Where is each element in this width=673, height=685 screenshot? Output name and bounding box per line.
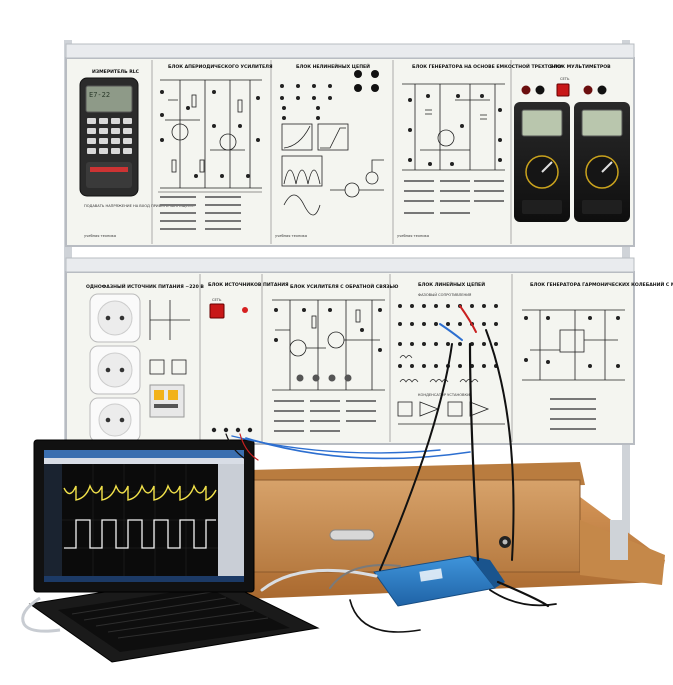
harmonic-gen-title: БЛОК ГЕНЕРАТОРА ГАРМОНИЧЕСКИХ КОЛЕБАНИЙ …: [530, 280, 673, 288]
supply-power-switch[interactable]: [209, 303, 225, 319]
rlc-warning-caption: ПОДАВАТЬ НАПРЯЖЕНИЕ НА ВХОД ПРИБОРА ЗАПР…: [84, 204, 195, 208]
drawer[interactable]: [247, 479, 581, 573]
circuit-breaker[interactable]: [149, 384, 185, 418]
nonlinear-panel-title: БЛОК НЕЛИНЕЙНЫХ ЦЕПЕЙ: [296, 62, 370, 70]
linear-panel-title: БЛОК ЛИНЕЙНЫХ ЦЕПЕЙ: [418, 280, 485, 288]
rc-generator-schematic: [402, 83, 505, 171]
nonlinear-knobs[interactable]: [354, 70, 379, 92]
rc-generator-panel: БЛОК ГЕНЕРАТОРА НА ОСНОВЕ ЕМКОСТНОЙ ТРЕХ…: [397, 62, 563, 238]
nonlinear-graphs: [281, 123, 384, 216]
rlc-keypad[interactable]: [87, 118, 132, 154]
feedback-amp-title: БЛОК УСИЛИТЕЛЯ С ОБРАТНОЙ СВЯЗЬЮ: [290, 282, 399, 290]
aperiodic-schematic: [160, 79, 262, 189]
harmonic-gen-sockets[interactable]: [524, 316, 620, 368]
multimeters-switch-label: СЕТЬ: [560, 77, 570, 81]
laptop: [21, 439, 320, 663]
multimeter-right[interactable]: [574, 102, 630, 222]
linear-sub1: ФАЗОВЫЙ СОПРОТИВЛЕНИЯ: [418, 292, 472, 297]
rc-generator-title: БЛОК ГЕНЕРАТОРА НА ОСНОВЕ ЕМКОСТНОЙ ТРЕХ…: [412, 62, 563, 70]
rc-generator-brand: учебная техника: [397, 234, 429, 238]
socket-icon[interactable]: [89, 345, 141, 395]
laptop-keyboard[interactable]: [58, 587, 290, 652]
cables: [225, 305, 557, 633]
multimeters-title: БЛОК МУЛЬТИМЕТРОВ: [550, 64, 611, 70]
supply-sockets[interactable]: [211, 427, 253, 433]
rlc-model-label: E7-22: [89, 91, 110, 99]
power-source-schematic: [149, 300, 190, 375]
feedback-amp-sockets[interactable]: [274, 308, 382, 352]
rlc-meter-panel: ИЗМЕРИТЕЛЬ RLC E7-22 ПОДАВАТЬ НАПРЯЖЕНИЕ…: [79, 69, 195, 238]
multimeter-power-switch[interactable]: [556, 83, 570, 97]
linear-sockets[interactable]: [398, 304, 498, 368]
harmonic-gen-values-table: [550, 398, 596, 430]
harmonic-gen-schematic: [522, 309, 625, 381]
power-source-title: ОДНОФАЗНЫЙ ИСТОЧНИК ПИТАНИЯ ~220 В: [86, 282, 204, 290]
feedback-amp-panel: БЛОК УСИЛИТЕЛЯ С ОБРАТНОЙ СВЯЗЬЮ: [272, 282, 399, 432]
supply-block-panel: БЛОК ИСТОЧНИКОВ ПИТАНИЯ СЕТЬ: [208, 282, 289, 433]
multimeter-left[interactable]: [514, 102, 570, 222]
oscilloscope-screen[interactable]: [44, 450, 244, 582]
nonlinear-brand: учебная техника: [275, 234, 307, 238]
rc-generator-values-table: [404, 180, 504, 214]
aperiodic-sockets[interactable]: [160, 90, 260, 178]
adc-module[interactable]: [373, 555, 505, 607]
rlc-panel-title: ИЗМЕРИТЕЛЬ RLC: [92, 69, 140, 75]
oscilloscope-trace-icon: [64, 519, 216, 549]
supply-switch-label: СЕТЬ: [212, 298, 222, 302]
oscilloscope-trace-icon: [63, 484, 217, 501]
socket-icon[interactable]: [89, 397, 141, 443]
rc-generator-sockets[interactable]: [408, 94, 502, 166]
feedback-amp-knobs[interactable]: [296, 374, 352, 382]
usb-cable-icon: [21, 596, 61, 633]
socket-icon[interactable]: [89, 293, 141, 343]
feedback-values-table: [274, 400, 376, 432]
multimeter-terminals[interactable]: [521, 85, 607, 95]
nonlinear-panel: БЛОК НЕЛИНЕЙНЫХ ЦЕПЕЙ учебная техника: [275, 62, 384, 238]
nonlinear-sockets[interactable]: [280, 84, 332, 120]
aperiodic-panel-title: БЛОК АПЕРИОДИЧЕСКОГО УСИЛИТЕЛЯ: [168, 64, 273, 70]
linear-panel: БЛОК ЛИНЕЙНЫХ ЦЕПЕЙ ФАЗОВЫЙ СОПРОТИВЛЕНИ…: [397, 280, 505, 425]
harmonic-gen-panel: БЛОК ГЕНЕРАТОРА ГАРМОНИЧЕСКИХ КОЛЕБАНИЙ …: [522, 280, 673, 430]
feedback-amp-schematic: [272, 299, 385, 391]
multimeters-panel: БЛОК МУЛЬТИМЕТРОВ СЕТЬ: [514, 64, 630, 222]
rlc-brand: учебная техника: [84, 234, 116, 238]
aperiodic-values-table: [158, 191, 262, 230]
led-icon: [242, 307, 248, 313]
linear-sub2: КОНДЕНСАТОР УСТАНОВКИ: [418, 393, 470, 397]
supply-block-title: БЛОК ИСТОЧНИКОВ ПИТАНИЯ: [208, 282, 289, 288]
aperiodic-amp-panel: БЛОК АПЕРИОДИЧЕСКОГО УСИЛИТЕЛЯ: [158, 64, 273, 230]
